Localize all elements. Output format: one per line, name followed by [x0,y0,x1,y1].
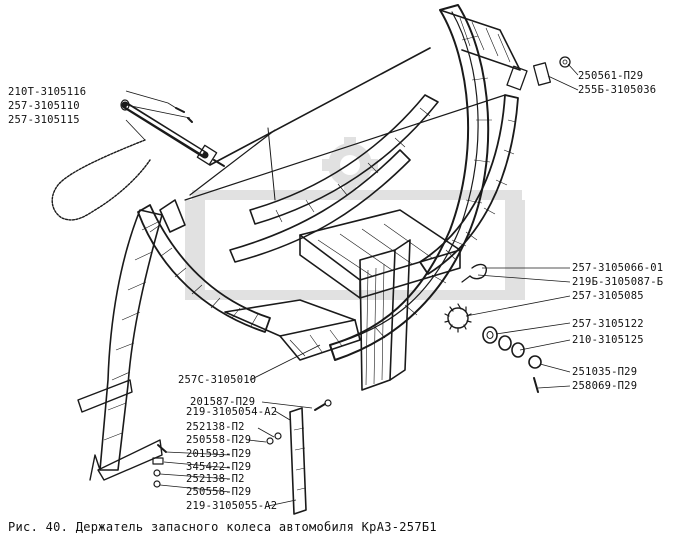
callout-257-3105115: 257-3105115 [8,114,80,126]
callout-257c-3105010: 257С-3105010 [178,374,257,386]
nut-250561-p29 [559,56,571,68]
callout-251035-p29: 251035-П29 [572,366,638,378]
callout-250561-p29: 250561-П29 [578,70,644,82]
tie-rod [184,47,506,201]
callout-345422-p29: 345422-П29 [186,461,252,473]
callout-258069-p29: 258069-П29 [572,380,638,392]
callout-257-3105110: 257-3105110 [8,100,80,112]
left-curved-arm [137,199,271,333]
inner-curved-frame [229,94,519,275]
star-wheel-257-3105085 [444,303,472,333]
callout-201593-p29: 201593-П29 [186,448,252,460]
callout-219b-3105087-b: 219Б-3105087-Б [572,276,664,288]
callout-255b-3105036: 255Б-3105036 [578,84,657,96]
base-bracket-257c-3105010 [224,239,411,391]
plate-255b-3105036 [532,62,552,86]
callout-252138-p2-upper: 252138-П2 [186,421,245,433]
tensioner-assembly [120,99,225,167]
callout-250558-p29-lower: 250558-П29 [186,486,252,498]
pin-258069-p29 [533,377,539,393]
nut-251035-p29 [528,355,542,369]
left-support-leg [77,209,163,481]
bolt-201587-p29 [314,399,332,411]
callout-210t-3105116: 210Т-3105116 [8,86,87,98]
safety-chain [51,139,151,221]
callout-210-3105125: 210-3105125 [572,334,644,346]
callout-257-3105085: 257-3105085 [572,290,644,302]
callout-252138-p2-lower: 252138-П2 [186,473,245,485]
washer-set-257-3105122 [482,326,525,358]
pin-210t-3105116 [175,107,193,123]
strap-219-3105054 [289,407,307,515]
callout-201587-p29: 201587-П29 [190,396,256,408]
small-fasteners-left [152,432,282,488]
callout-219-3105055-a2: 219-3105055-А2 [186,500,278,512]
callout-257-3105066-01: 257-3105066-01 [572,262,664,274]
callout-257-3105122: 257-3105122 [572,318,644,330]
callout-219-3105054-a2: 219-3105054-А2 [186,406,278,418]
clip-219b-3105087 [461,263,487,283]
figure-caption: Рис. 40. Держатель запасного колеса авто… [8,520,437,534]
callout-250558-p29-upper: 250558-П29 [186,434,252,446]
leader-lines [125,63,579,507]
main-curved-frame [329,4,528,361]
